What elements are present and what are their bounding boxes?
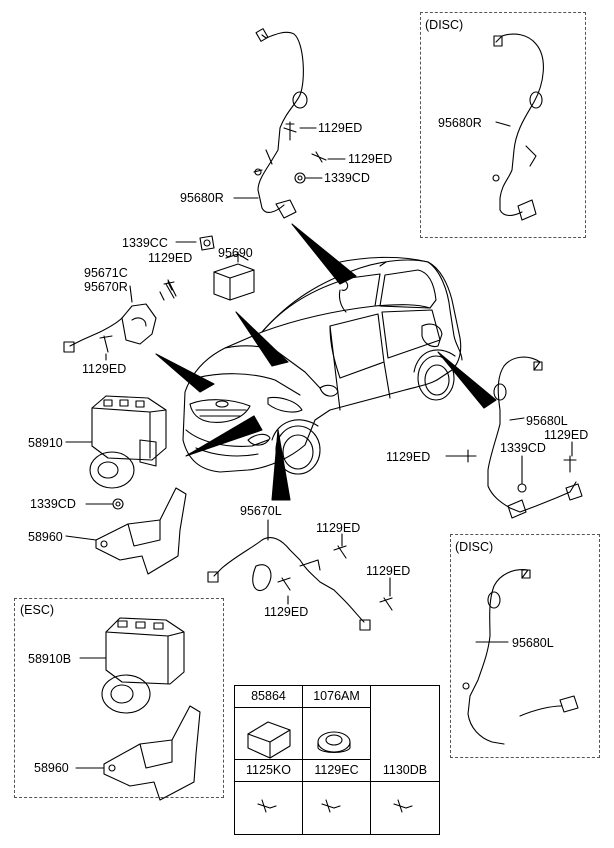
- bolt-1129ED-h: [461, 449, 477, 463]
- bracket-58960: [95, 487, 187, 575]
- car-illustration: [182, 256, 463, 475]
- legend-cell-85864: 85864: [235, 686, 303, 708]
- bolt-1129ED-f: [277, 577, 291, 591]
- clip-1339CD-c: [517, 483, 527, 493]
- bolt-1129ED-g: [379, 597, 393, 611]
- bracket-58960-esc: [103, 705, 201, 801]
- callout-1129ED-a: 1129ED: [318, 121, 363, 135]
- bolt-1129ED-i: [563, 455, 577, 473]
- bolt-1129ED-b: [311, 151, 327, 163]
- abs-module-58910: [89, 395, 167, 489]
- disc-box-bottom: [450, 534, 600, 758]
- callout-58910B: 58910B: [28, 652, 72, 666]
- legend-cell-1076AM: 1076AM: [303, 686, 371, 708]
- callout-95670R: 95670R: [84, 280, 128, 294]
- legend-cell-1129EC: 1129EC: [303, 760, 371, 782]
- callout-1129ED-d: 1129ED: [82, 362, 127, 376]
- legend-label-1129EC: 1129EC: [314, 763, 359, 777]
- bolt-1129ED-e: [333, 545, 347, 559]
- callout-58910: 58910: [28, 436, 63, 450]
- callout-1339CD-a: 1339CD: [324, 171, 370, 185]
- callout-1129ED-b: 1129ED: [348, 152, 393, 166]
- legend-label-1125KO: 1125KO: [246, 763, 291, 777]
- disc-top-part-label: 95680R: [438, 116, 482, 130]
- callout-1129ED-i: 1129ED: [544, 428, 589, 442]
- callout-1129ED-g: 1129ED: [366, 564, 411, 578]
- esc-box-title: (ESC): [20, 603, 55, 617]
- disc-box-top: [420, 12, 586, 238]
- callout-58960-esc: 58960: [34, 761, 69, 775]
- callout-1129ED-c: 1129ED: [148, 251, 193, 265]
- disc-bottom-part-label: 95680L: [512, 636, 554, 650]
- disc-sensor-95680L: [462, 569, 579, 745]
- callout-95680R: 95680R: [180, 191, 224, 205]
- callout-1129ED-f: 1129ED: [264, 605, 309, 619]
- wheel-sensor-95680R: [253, 28, 308, 219]
- legend-icons: [247, 721, 413, 813]
- callout-95690: 95690: [218, 246, 253, 260]
- clip-1339CD-b: [112, 498, 124, 510]
- legend-image-1125KO: [235, 782, 303, 834]
- bolt-1129ED-a: [283, 121, 297, 141]
- callout-1129ED-h: 1129ED: [386, 450, 431, 464]
- legend-cell-1130DB: 1130DB: [371, 760, 439, 782]
- disc-box-top-title: (DISC): [425, 18, 464, 32]
- callout-95670L: 95670L: [240, 504, 282, 518]
- callout-58960: 58960: [28, 530, 63, 544]
- hardware-legend-table: 85864 1076AM 1125KO 1129EC 1130DB: [234, 685, 440, 835]
- esc-module-58910B: [101, 617, 185, 714]
- callout-1339CC: 1339CC: [122, 236, 168, 250]
- legend-label-1130DB: 1130DB: [382, 763, 428, 777]
- wheel-sensor-95680L: [487, 356, 583, 519]
- sensor-bracket-95671C: [63, 281, 175, 353]
- esc-box: [14, 598, 224, 798]
- callout-1339CD-c: 1339CD: [500, 441, 546, 455]
- legend-image-1129EC: [303, 782, 371, 834]
- legend-cell-1125KO: 1125KO: [235, 760, 303, 782]
- callout-95680L: 95680L: [526, 414, 568, 428]
- legend-image-1076AM: [303, 708, 371, 760]
- clip-1339CD-a: [294, 172, 306, 184]
- bolt-1129ED-d: [99, 335, 113, 353]
- disc-box-bottom-title: (DISC): [455, 540, 494, 554]
- wheel-sensor-95670L: [207, 537, 371, 631]
- legend-label-1076AM: 1076AM: [313, 689, 360, 703]
- callout-95671C: 95671C: [84, 266, 128, 280]
- disc-sensor-95680R: [492, 33, 544, 221]
- bolt-1129ED-c: [163, 279, 177, 297]
- legend-image-85864: [235, 708, 303, 760]
- callout-1339CD-b: 1339CD: [30, 497, 76, 511]
- legend-label-85864: 85864: [251, 689, 286, 703]
- callout-1129ED-e: 1129ED: [316, 521, 361, 535]
